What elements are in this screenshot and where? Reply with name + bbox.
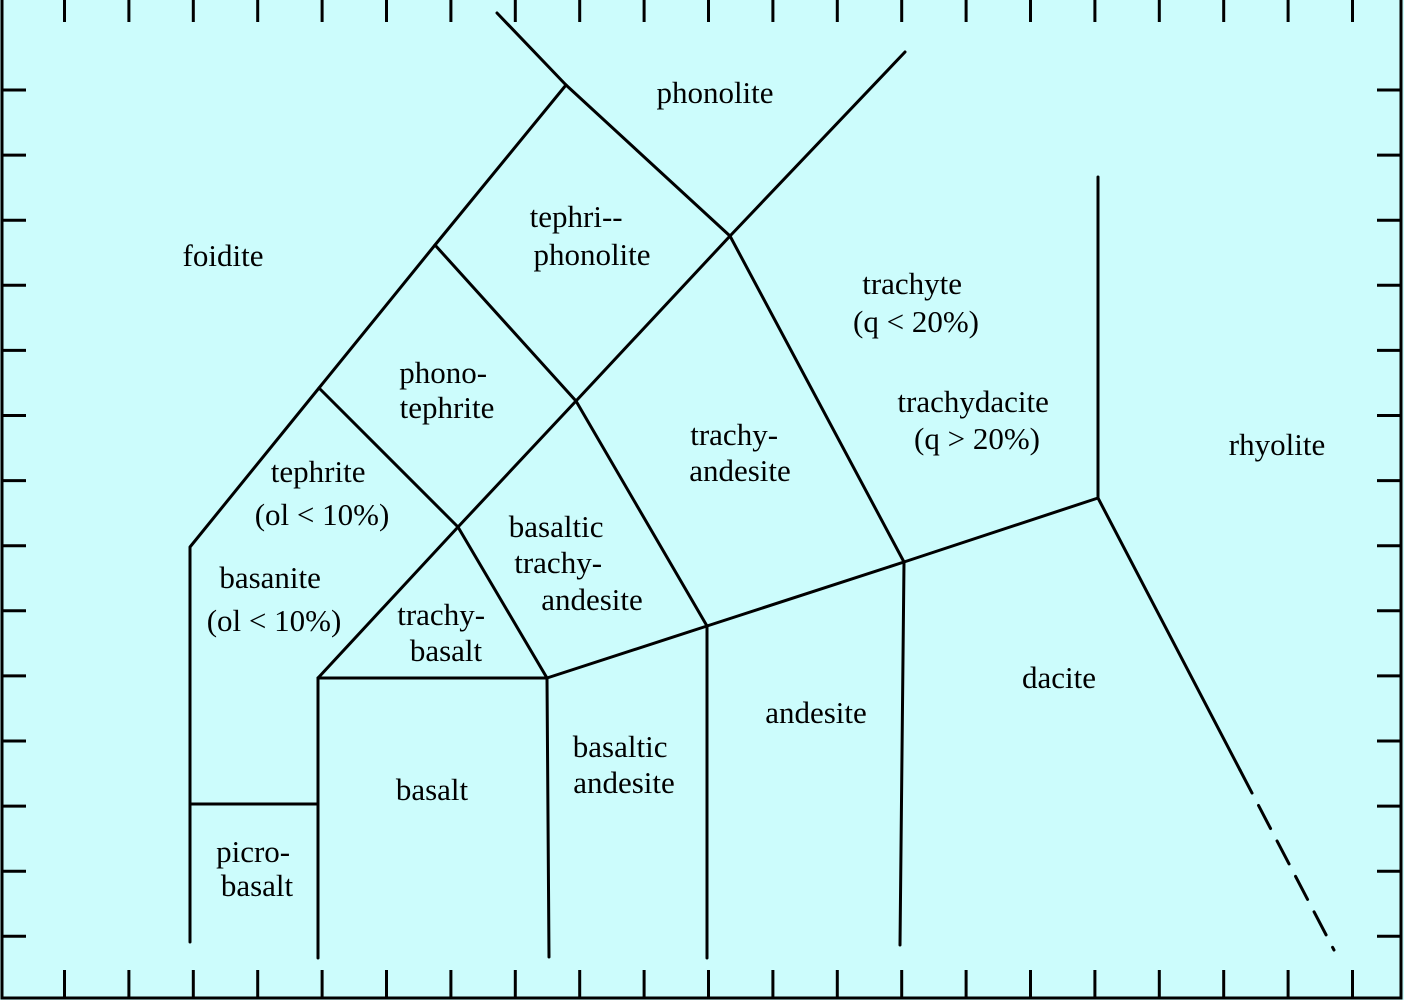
- label-trachyandesite: trachy- andesite: [689, 417, 791, 488]
- label-basanite: basanite (ol < 10%): [207, 560, 342, 638]
- label-andesite: andesite: [765, 695, 867, 730]
- label-trachydacite: trachydacite (q > 20%): [897, 384, 1056, 456]
- boundary-phonolite-top: [495, 11, 568, 87]
- label-phonotephrite: phono- tephrite: [399, 355, 495, 425]
- label-rhyolite: rhyolite: [1229, 427, 1325, 462]
- label-picrobasalt: picro- basalt: [216, 834, 298, 903]
- label-phonolite: phonolite: [656, 75, 773, 110]
- boundary-phonotephrite-tephrite: [317, 386, 460, 529]
- boundary-basaltic-trachyandesite-trachyandesite: [574, 399, 709, 628]
- boundary-dacite-rhyolite: [1096, 496, 1242, 772]
- label-basalt: basalt: [396, 772, 469, 807]
- label-basaltic-andesite: basaltic andesite: [573, 729, 675, 800]
- label-dacite: dacite: [1022, 660, 1096, 695]
- boundary-dacite-rhyolite-dashed: [1238, 768, 1336, 952]
- boundary-trachyandesite-upper: [316, 234, 732, 680]
- field-labels: foidite phonolite tephri-- phonolite pho…: [183, 75, 1326, 903]
- label-basaltic-trachyandesite: basaltic trachy- andesite: [509, 509, 643, 617]
- label-tephriphonolite: tephri-- phonolite: [530, 199, 651, 272]
- label-trachybasalt: trachy- basalt: [397, 597, 493, 668]
- boundary-phonolite-trachyte: [728, 50, 907, 238]
- field-boundaries: [188, 11, 1336, 960]
- boundary-tephriphonolite-phonotephrite: [433, 243, 578, 403]
- label-trachyte: trachyte (q < 20%): [853, 266, 979, 339]
- label-foidite: foidite: [183, 238, 264, 273]
- boundary-phonolite-tephriphonolite: [564, 83, 732, 238]
- label-tephrite: tephrite (ol < 10%): [255, 454, 390, 532]
